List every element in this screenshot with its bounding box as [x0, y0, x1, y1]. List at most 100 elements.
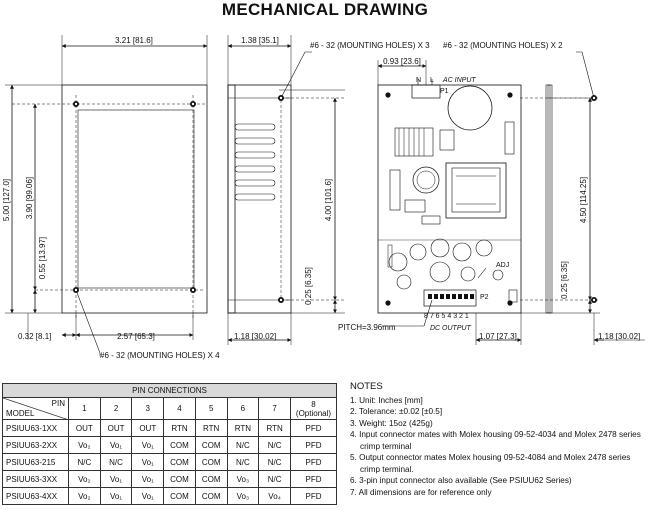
note-item: 2. Tolerance: ±0.02 [±0.5]	[350, 407, 443, 416]
table-cell: Vo₃	[226, 470, 260, 488]
table-cell: Vo₁	[131, 453, 165, 471]
pin-number-8: 8 (Optional)	[289, 397, 338, 420]
label-n: N	[416, 77, 421, 84]
dim-pitch: PITCH=3.96mm	[338, 323, 396, 332]
pin-header: PIN	[51, 399, 65, 408]
dim-side-hole-bottom: 0.25 [6.35]	[304, 267, 313, 305]
notes-section: NOTES 1. Unit: Inches [mm] 2. Tolerance:…	[350, 381, 650, 498]
table-cell: N/C	[258, 470, 291, 488]
table-row: PSIUU63-3XX Vo₂ Vo₁ Vo₁ COM COM Vo₃ N/C …	[2, 470, 338, 488]
mounting-hole	[507, 92, 513, 98]
table-cell: Vo₂	[68, 487, 101, 505]
dim-holes-x2: #6 - 32 (MOUNTING HOLES) X 2	[443, 41, 563, 50]
label-pin-numbers: 8 7 6 5 4 3 2 1	[424, 313, 469, 320]
mounting-hole	[507, 300, 513, 306]
table-cell: OUT	[131, 419, 165, 437]
table-cell: COM	[163, 436, 196, 454]
table-cell: Vo₁	[99, 487, 133, 505]
label-adj: ADJ	[496, 262, 509, 269]
pin-8-optional: (Optional)	[295, 408, 332, 418]
mounting-hole	[385, 92, 391, 98]
pin-number: 7	[258, 397, 291, 420]
model-cell: PSIUU63-3XX	[2, 470, 69, 488]
dim-holes-x4: #6 - 32 (MOUNTING HOLES) X 4	[100, 351, 220, 360]
mounting-hole	[385, 300, 391, 306]
pin-number: 1	[68, 397, 101, 420]
table-cell: Vo₂	[68, 470, 101, 488]
pcb-transformer	[445, 162, 507, 219]
label-ac-input: AC INPUT	[442, 77, 476, 84]
table-row: PSIUU63-4XX Vo₂ Vo₁ Vo₁ COM COM Vo₃ Vo₄ …	[2, 487, 338, 505]
table-cell: N/C	[226, 453, 260, 471]
table-cell: COM	[194, 470, 228, 488]
pcb-side-view-outline	[547, 84, 551, 314]
table-title: PIN CONNECTIONS	[2, 383, 337, 398]
table-cell: Vo₁	[131, 470, 165, 488]
table-cell: N/C	[258, 453, 291, 471]
table-cell: PFD	[289, 436, 338, 454]
model-cell: PSIUU63-2XX	[2, 436, 69, 454]
dc-output-connector	[423, 289, 477, 307]
pin-number: 2	[99, 397, 133, 420]
table-cell: PFD	[289, 487, 338, 505]
model-cell: PSIUU63-1XX	[2, 419, 69, 437]
note-item: 5. Output connector mates Molex housing …	[350, 453, 631, 474]
model-header: MODEL	[6, 409, 35, 418]
dim-hole-spacing-v: 3.90 [99.06]	[25, 177, 34, 219]
dim-hole-bottom: 0.55 [13.97]	[38, 237, 47, 279]
dim-hole-left: 0.32 [8.1]	[18, 332, 51, 341]
dim-conn-right: 1.07 [27.3]	[479, 332, 517, 341]
table-cell: PFD	[289, 453, 338, 471]
dim-pcb-hole-spacing: 4.50 [114.25]	[579, 177, 588, 223]
pin-model-header-cell: PIN MODEL	[2, 397, 69, 420]
table-cell: RTN	[258, 419, 291, 437]
label-l: L	[430, 77, 434, 84]
side-view-heatsink-bar	[227, 84, 236, 314]
table-cell: RTN	[194, 419, 228, 437]
label-dc-output: DC OUTPUT	[430, 325, 472, 332]
dim-hole-spacing-h: 2.57 [65.3]	[117, 332, 155, 341]
table-cell: OUT	[68, 419, 101, 437]
dim-pcb-hole-bottom: 0.25 [6.35]	[560, 261, 569, 299]
table-cell: COM	[194, 487, 228, 505]
table-row: PSIUU63-2XX Vo₂ Vo₁ Vo₁ COM COM N/C N/C …	[2, 436, 338, 454]
table-cell: Vo₃	[226, 487, 260, 505]
pin-8-label: 8	[311, 399, 316, 409]
table-cell: OUT	[99, 419, 133, 437]
table-cell: Vo₄	[258, 487, 291, 505]
dim-pcb-depth: 1.18 [30.02]	[598, 332, 640, 341]
drawing-title: MECHANICAL DRAWING	[221, 0, 429, 19]
dim-depth-top: 1.38 [35.1]	[241, 36, 279, 45]
dim-height-total: 5.00 [127.0]	[2, 179, 11, 221]
table-cell: Vo₁	[131, 487, 165, 505]
model-cell: PSIUU63-4XX	[2, 487, 69, 505]
table-row: PSIUU63-215 N/C N/C Vo₁ COM COM N/C N/C …	[2, 453, 338, 471]
label-p1: P1	[440, 88, 449, 95]
note-item: 4. Input connector mates with Molex hous…	[350, 430, 641, 451]
table-cell: COM	[163, 453, 196, 471]
pin-number: 6	[226, 397, 260, 420]
pcb-component	[447, 85, 493, 131]
note-item: 6. 3-pin input connector also available …	[350, 476, 572, 485]
table-cell: COM	[163, 470, 196, 488]
table-cell: RTN	[226, 419, 260, 437]
label-p2: P2	[480, 294, 489, 301]
ac-input-connector	[411, 84, 441, 99]
notes-list: 1. Unit: Inches [mm] 2. Tolerance: ±0.02…	[350, 395, 650, 499]
table-cell: N/C	[68, 453, 101, 471]
pin-number: 3	[131, 397, 165, 420]
side-view-outline	[227, 84, 292, 314]
table-cell: N/C	[226, 436, 260, 454]
dim-side-depth: 1.18 [30.02]	[234, 332, 276, 341]
table-cell: RTN	[163, 419, 196, 437]
bottom-view-inner-panel	[77, 109, 195, 289]
pin-connections-table: PIN CONNECTIONS PIN MODEL 1 2 3 4 5 6 7 …	[2, 383, 338, 505]
table-cell: PFD	[289, 470, 338, 488]
dim-width-top: 3.21 [81.6]	[115, 36, 153, 45]
table-cell: N/C	[99, 453, 133, 471]
note-item: 7. All dimensions are for reference only	[350, 487, 492, 497]
note-item: 1. Unit: Inches [mm]	[350, 395, 423, 405]
notes-title: NOTES	[350, 381, 383, 392]
dim-side-hole-spacing: 4.00 [101.6]	[324, 179, 333, 221]
table-row: PSIUU63-1XX OUT OUT OUT RTN RTN RTN RTN …	[2, 419, 338, 437]
